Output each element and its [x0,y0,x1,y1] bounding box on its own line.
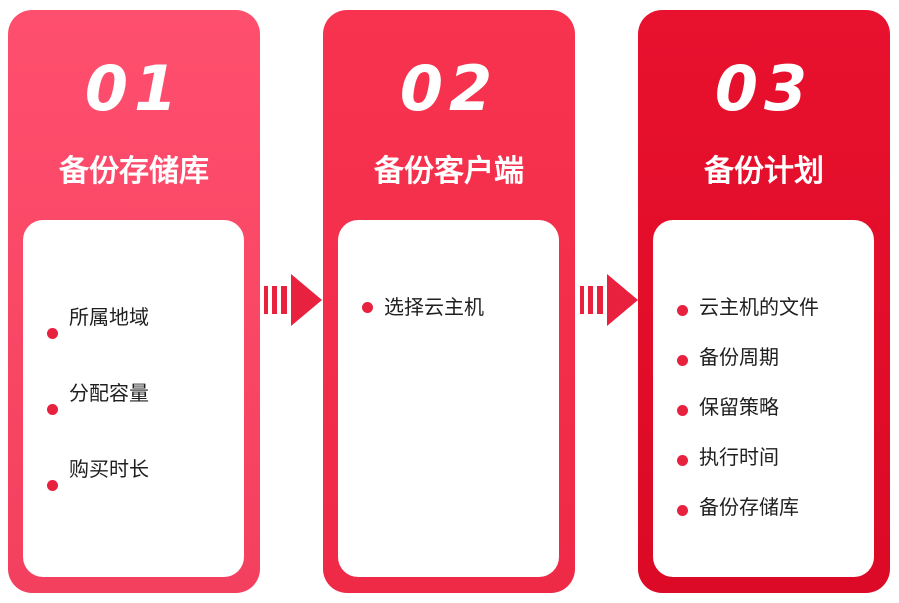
bullet-icon [677,405,688,416]
step-title: 备份存储库 [59,154,209,189]
list-item-label: 分配容量 [69,381,149,405]
bullet-icon [47,328,58,339]
list-item: 备份周期 [653,335,874,385]
list-item-label: 所属地域 [69,305,149,329]
arrow-right-icon [580,274,638,326]
list-item: 云主机的文件 [653,285,874,335]
step-item-list: 云主机的文件 备份周期 保留策略 执行时间 备份存储库 [653,285,874,535]
step-number: 03 [714,52,814,125]
step-item-list: 所属地域 分配容量 购买时长 [23,295,244,523]
bullet-icon [677,355,688,366]
bullet-icon [47,404,58,415]
list-item: 保留策略 [653,385,874,435]
step-number: 01 [84,52,184,125]
list-item: 分配容量 [23,371,244,447]
step-content-card: 所属地域 分配容量 购买时长 [23,220,244,577]
step-title: 备份客户端 [374,154,524,189]
step-number: 02 [399,52,499,125]
list-item-label: 执行时间 [699,445,779,469]
step-card-2: 02 备份客户端 选择云主机 [323,10,575,593]
step-content-card: 云主机的文件 备份周期 保留策略 执行时间 备份存储库 [653,220,874,577]
list-item-label: 购买时长 [69,457,149,481]
list-item-label: 保留策略 [699,395,779,419]
bullet-icon [677,305,688,316]
list-item-label: 云主机的文件 [699,295,819,319]
list-item-label: 选择云主机 [384,295,484,319]
step-card-1: 01 备份存储库 所属地域 分配容量 购买时长 [8,10,260,593]
list-item-label: 备份周期 [699,345,779,369]
bullet-icon [677,505,688,516]
arrow-right-icon [264,274,322,326]
list-item-label: 备份存储库 [699,495,799,519]
step-title: 备份计划 [704,154,824,189]
step-content-card: 选择云主机 [338,220,559,577]
list-item: 选择云主机 [338,285,559,329]
list-item: 执行时间 [653,435,874,485]
list-item: 备份存储库 [653,485,874,535]
step-card-3: 03 备份计划 云主机的文件 备份周期 保留策略 执行时间 备份存储库 [638,10,890,593]
list-item: 购买时长 [23,447,244,523]
bullet-icon [362,302,373,313]
step-item-list: 选择云主机 [338,285,559,329]
list-item: 所属地域 [23,295,244,371]
bullet-icon [677,455,688,466]
bullet-icon [47,480,58,491]
